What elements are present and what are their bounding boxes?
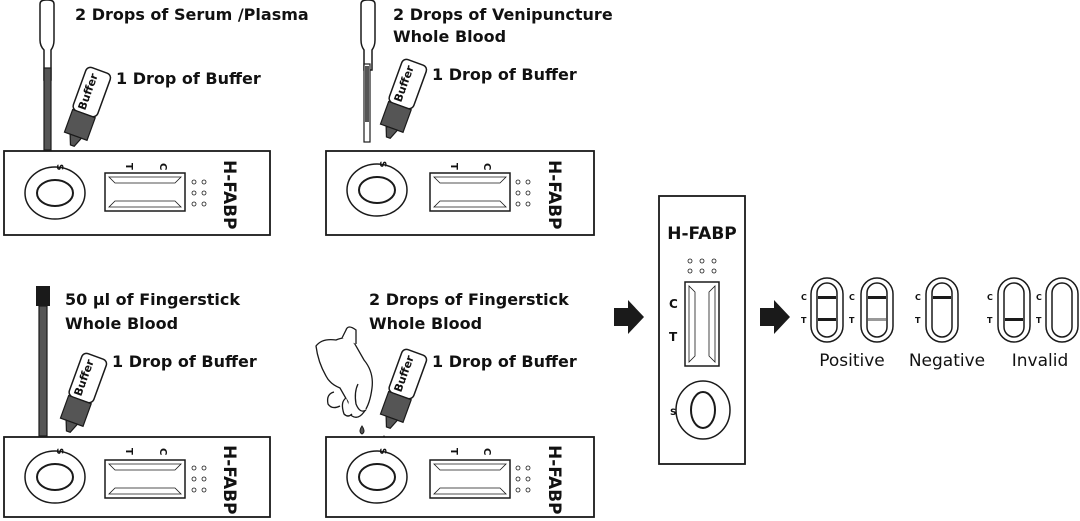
dropper-icon (39, 0, 55, 151)
test-line-letter: T (123, 163, 134, 170)
sample-label-line-2: Whole Blood (369, 314, 482, 333)
test-cassette: S T C H-FABP (325, 150, 595, 236)
panel-fingerstick-drops: 2 Drops of Fingerstick Whole Blood Buffe… (315, 290, 595, 518)
sample-well-letter: S (377, 448, 387, 454)
control-line-letter: C (157, 448, 168, 455)
result-negative-label: Negative (909, 351, 985, 371)
test-cassette: S T C H-FABP (3, 436, 271, 518)
t-marker: T (987, 316, 993, 325)
vertical-sample-letter: S (670, 408, 676, 418)
hand-icon (315, 326, 373, 418)
dropper-icon (360, 0, 376, 143)
vertical-test-cassette: H-FABP C T S (658, 195, 746, 465)
t-marker: T (801, 316, 807, 325)
buffer-bottle-icon: Buffer (379, 348, 428, 429)
result-strip-invalid-none: C T (1036, 277, 1079, 343)
t-marker: T (1036, 316, 1042, 325)
sample-label-line-2: Whole Blood (393, 27, 506, 46)
cassette-name: H-FABP (219, 445, 239, 515)
c-marker: C (915, 293, 921, 302)
c-marker: C (1036, 293, 1042, 302)
sample-label-line-1: 2 Drops of Venipuncture (393, 5, 613, 24)
buffer-bottle-icon: Buffer (59, 352, 108, 433)
control-line-letter: C (157, 163, 168, 170)
arrow-right-icon (614, 300, 644, 334)
capillary-tube-icon (36, 286, 50, 437)
control-line-letter: C (481, 448, 492, 455)
control-line-letter: C (481, 163, 492, 170)
sample-label-line-1: 2 Drops of Fingerstick (369, 290, 569, 309)
sample-label-line-2: Whole Blood (65, 314, 178, 333)
sample-well-letter: S (54, 448, 64, 454)
cassette-name: H-FABP (544, 160, 564, 230)
panel-venipuncture-whole-blood: 2 Drops of Venipuncture Whole Blood Buff… (325, 0, 613, 236)
sample-drop-icon (359, 425, 365, 435)
result-strip-positive-weak: C T (849, 277, 894, 343)
panel-serum-plasma: 2 Drops of Serum /Plasma Buffer 1 Drop o… (3, 0, 309, 236)
result-strip-positive-strong: C T (801, 277, 844, 343)
sample-label-line-1: 2 Drops of Serum /Plasma (75, 5, 309, 24)
sample-well-letter: S (54, 164, 64, 170)
t-marker: T (915, 316, 921, 325)
vertical-test-letter: T (669, 330, 678, 344)
test-line-letter: T (123, 448, 134, 455)
result-strip-invalid-t-only: C T (987, 277, 1031, 343)
buffer-bottle-icon: Buffer (63, 66, 112, 147)
cassette-name: H-FABP (544, 445, 564, 515)
test-line-letter: T (448, 448, 459, 455)
test-cassette: S T C H-FABP (325, 436, 595, 518)
results-group: C T C T C T C T (801, 277, 1079, 371)
c-marker: C (987, 293, 993, 302)
vertical-control-letter: C (669, 297, 678, 311)
test-cassette: S T C H-FABP (3, 150, 271, 236)
result-strip-negative: C T (915, 277, 959, 343)
test-line-letter: T (448, 163, 459, 170)
buffer-bottle-icon: Buffer (379, 58, 428, 139)
t-marker: T (849, 316, 855, 325)
result-positive-label: Positive (819, 351, 885, 371)
sample-label-line-1: 50 µl of Fingerstick (65, 290, 240, 309)
result-invalid-label: Invalid (1012, 351, 1069, 371)
c-marker: C (801, 293, 807, 302)
buffer-instruction: 1 Drop of Buffer (116, 69, 261, 88)
buffer-instruction: 1 Drop of Buffer (432, 352, 577, 371)
buffer-instruction: 1 Drop of Buffer (432, 65, 577, 84)
sample-well-letter: S (377, 161, 387, 167)
c-marker: C (849, 293, 855, 302)
cassette-name: H-FABP (219, 160, 239, 230)
arrow-right-icon (760, 300, 790, 334)
vertical-cassette-name: H-FABP (667, 224, 737, 244)
buffer-instruction: 1 Drop of Buffer (112, 352, 257, 371)
panel-fingerstick-capillary: 50 µl of Fingerstick Whole Blood Buffer … (3, 286, 271, 518)
